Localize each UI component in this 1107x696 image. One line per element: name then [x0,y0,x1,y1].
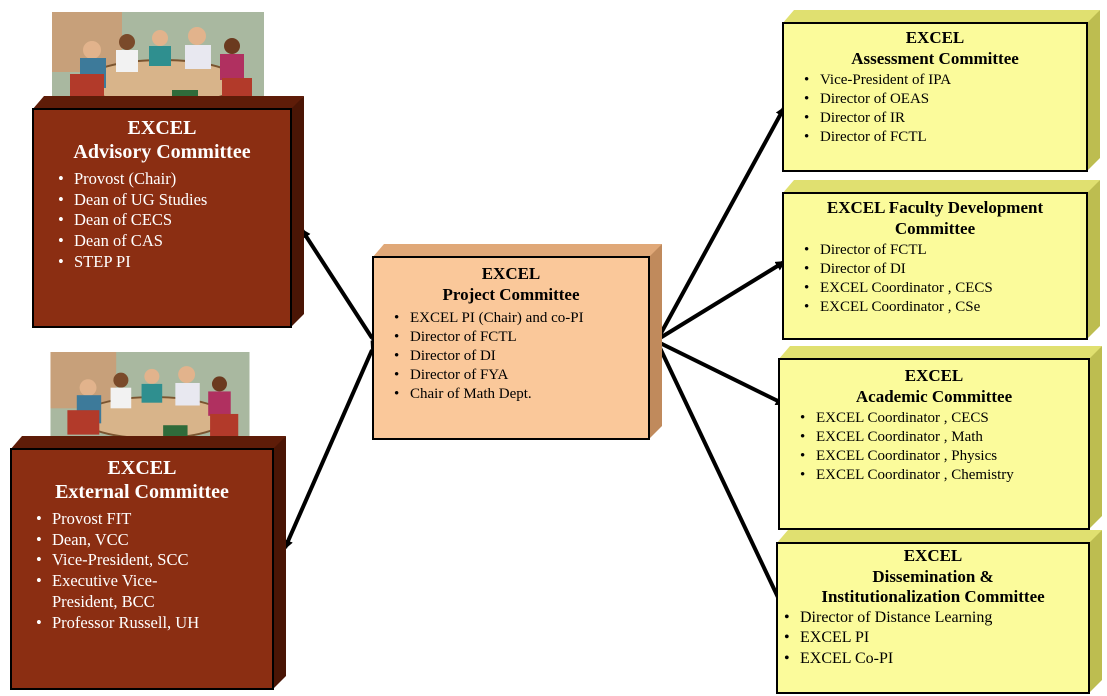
assessment-title-line2: Assessment Committee [851,48,1019,68]
project-members: EXCEL PI (Chair) and co-PI Director of F… [374,309,648,403]
assessment-title-line1: EXCEL [905,28,965,47]
faculty-title-line2: Committee [894,218,976,238]
list-item: Vice-President of IPA [804,71,1086,90]
external-committee-box: EXCEL External Committee Provost FIT Dea… [10,436,286,690]
list-item: EXCEL Coordinator , Chemistry [800,466,1088,485]
dissemination-members: Director of Distance Learning EXCEL PI E… [778,608,1088,669]
list-item: EXCEL PI [784,628,1088,648]
list-item: Director of FCTL [804,128,1086,147]
assessment-members: Vice-President of IPA Director of OEAS D… [784,71,1086,147]
advisory-title-line1: EXCEL [127,117,197,139]
dissemination-title-line1: EXCEL [903,546,963,565]
list-item: Director of FCTL [394,328,648,347]
list-item: Director of DI [394,347,648,366]
arrow-project-dissemination [658,347,786,612]
list-item: EXCEL Coordinator , Physics [800,447,1088,466]
faculty-development-committee-box: EXCEL Faculty Development Committee Dire… [782,180,1100,340]
list-item: Dean, VCC [36,530,212,551]
list-item: Director of OEAS [804,90,1086,109]
dissemination-committee-box: EXCEL Dissemination & Institutionalizati… [776,530,1102,694]
project-title-line1: EXCEL [481,264,541,283]
academic-title-line2: Academic Committee [855,386,1013,406]
advisory-members: Provost (Chair) Dean of UG Studies Dean … [34,169,290,273]
assessment-committee-box: EXCEL Assessment Committee Vice-Presiden… [782,10,1100,172]
dissemination-title-line2: Dissemination & [872,566,994,586]
list-item: EXCEL Coordinator , Math [800,428,1088,447]
project-title-line2: Project Committee [442,284,580,304]
list-item: Dean of CAS [58,231,290,252]
list-item: Director of Distance Learning [784,608,1088,628]
advisory-title-line2: Advisory Committee [73,141,251,164]
faculty-title: EXCEL Faculty Development Committee [784,198,1086,239]
list-item: Director of FCTL [804,241,1086,260]
list-item: Vice-President, SCC [36,550,212,571]
list-item: Director of DI [804,260,1086,279]
list-item: Professor Russell, UH [36,613,212,634]
list-item: Dean of CECS [58,210,290,231]
project-committee-box: EXCEL Project Committee EXCEL PI (Chair)… [372,244,662,440]
advisory-committee-box: EXCEL Advisory Committee Provost (Chair)… [32,96,304,328]
list-item: EXCEL Coordinator , CECS [804,279,1086,298]
arrow-project-faculty [658,260,786,340]
meeting-illustration-bottom [50,352,250,444]
academic-title-line1: EXCEL [904,366,964,385]
list-item: STEP PI [58,252,290,273]
assessment-title: EXCEL Assessment Committee [784,28,1086,69]
faculty-title-line1: EXCEL Faculty Development [826,198,1044,217]
list-item: EXCEL PI (Chair) and co-PI [394,309,648,328]
list-item: Dean of UG Studies [58,190,290,211]
dissemination-title: EXCEL Dissemination & Institutionalizati… [778,546,1088,608]
arrow-project-advisory [300,228,381,348]
list-item: Chair of Math Dept. [394,385,648,404]
list-item: Director of IR [804,109,1086,128]
meeting-illustration-top [52,12,264,110]
list-item: Provost FIT [36,509,212,530]
external-members: Provost FIT Dean, VCC Vice-President, SC… [12,509,272,634]
arrow-project-academic [659,341,786,406]
list-item: Director of FYA [394,366,648,385]
external-title: EXCEL External Committee [12,456,272,505]
arrow-project-assessment [658,106,786,336]
list-item: Provost (Chair) [58,169,290,190]
list-item: EXCEL Coordinator , CSe [804,298,1086,317]
external-title-line1: EXCEL [107,457,177,479]
list-item: EXCEL Co-PI [784,649,1088,669]
academic-title: EXCEL Academic Committee [780,366,1088,407]
faculty-members: Director of FCTL Director of DI EXCEL Co… [784,241,1086,317]
arrow-project-external [283,340,380,550]
external-title-line2: External Committee [55,481,229,504]
dissemination-title-line3: Institutionalization Committee [821,587,1045,607]
academic-committee-box: EXCEL Academic Committee EXCEL Coordinat… [778,346,1102,530]
project-title: EXCEL Project Committee [374,264,648,305]
advisory-title: EXCEL Advisory Committee [34,116,290,165]
list-item: EXCEL Coordinator , CECS [800,409,1088,428]
academic-members: EXCEL Coordinator , CECS EXCEL Coordinat… [780,409,1088,485]
list-item: Executive Vice-President, BCC [36,571,212,613]
